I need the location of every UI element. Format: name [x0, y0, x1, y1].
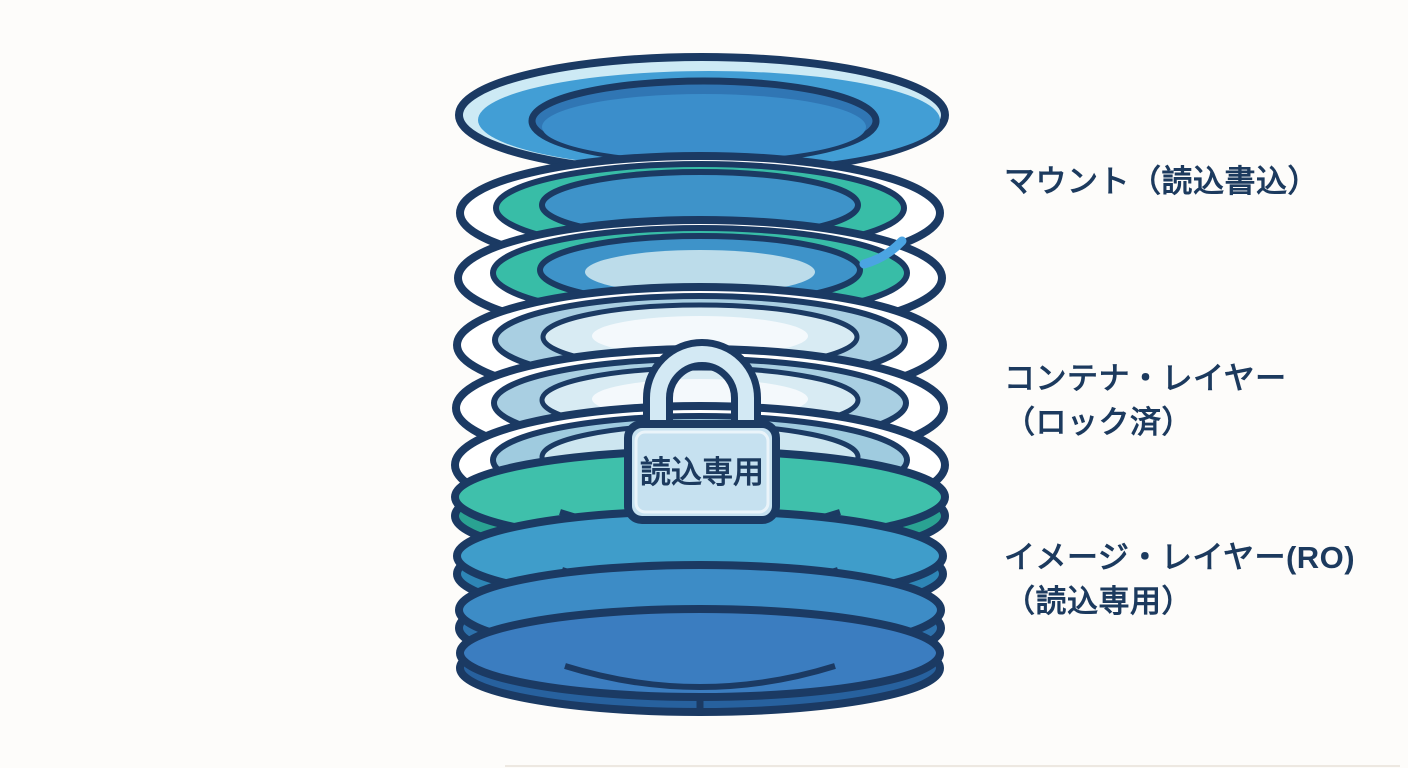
label-container-line-2: （ロック済）	[1004, 405, 1193, 440]
mount-plate	[455, 53, 949, 177]
label-image-line-1: イメージ・レイヤー(RO)	[1004, 540, 1356, 575]
lock-icon: 読込専用	[624, 339, 780, 524]
label-image-line-2: （読込専用）	[1004, 584, 1193, 619]
shine-mark	[859, 236, 907, 269]
lock-shackle	[650, 346, 754, 436]
lock-label: 読込専用	[640, 455, 764, 490]
label-container-layer: コンテナ・レイヤー （ロック済）	[1004, 357, 1287, 445]
label-container-line-1: コンテナ・レイヤー	[1004, 361, 1287, 396]
label-image-layer: イメージ・レイヤー(RO) （読込専用）	[1004, 536, 1355, 624]
label-mount-line: マウント（読込書込）	[1004, 164, 1319, 199]
lock-body	[624, 420, 780, 524]
image-layer-disk-3	[456, 605, 944, 716]
label-mount-layer: マウント（読込書込）	[1004, 160, 1319, 204]
bottom-divider-line	[505, 765, 1400, 767]
lock-body-inner-edge	[634, 430, 770, 514]
